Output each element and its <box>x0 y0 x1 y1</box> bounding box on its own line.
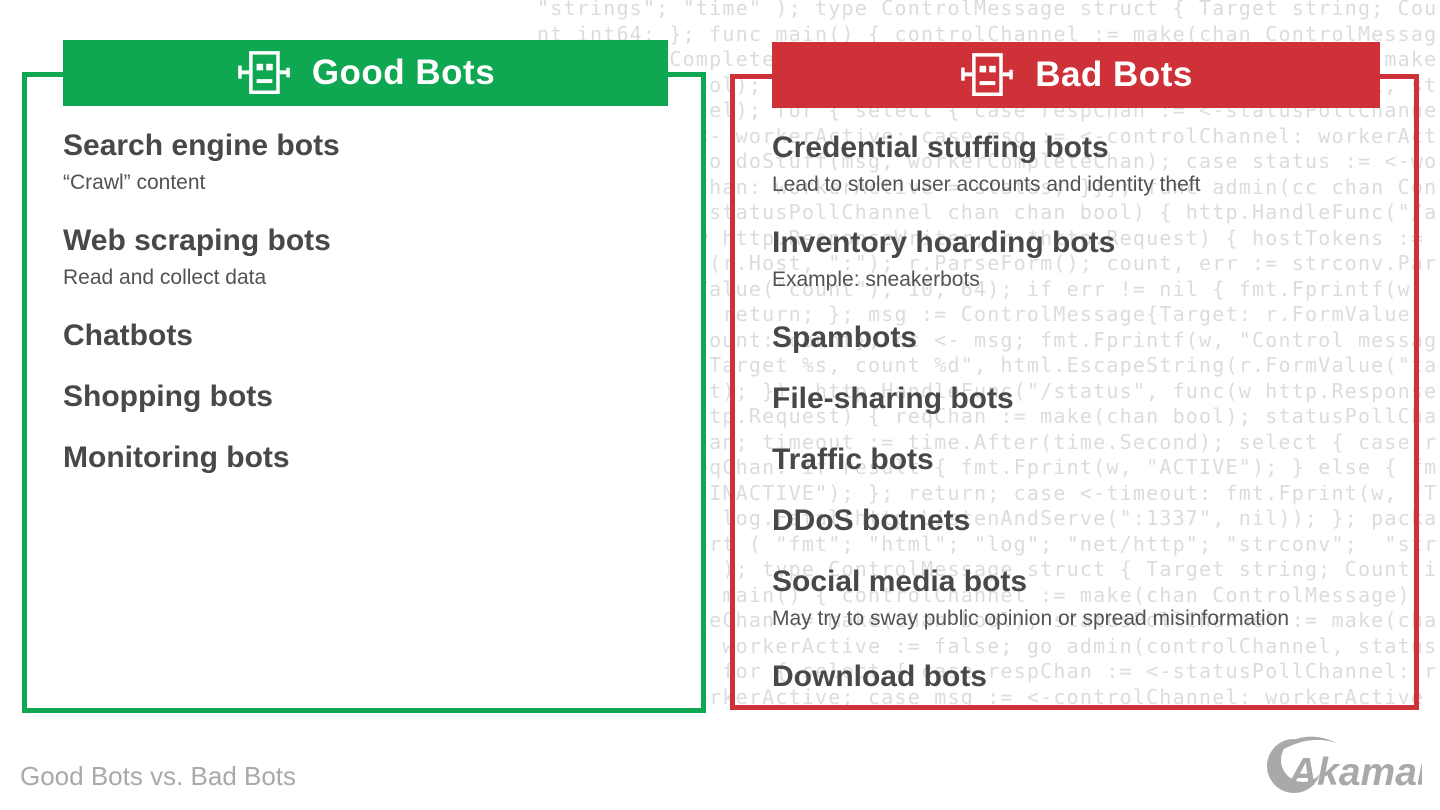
list-item: Chatbots <box>63 321 681 351</box>
list-item: File-sharing bots <box>772 384 1394 414</box>
bot-type-title: Download bots <box>772 660 987 693</box>
akamai-wordmark: Akamai <box>1288 751 1422 794</box>
bot-type-title: Shopping bots <box>63 380 273 413</box>
bot-type-description: Lead to stolen user accounts and identit… <box>772 173 1201 196</box>
bot-type-description: Read and collect data <box>63 266 267 289</box>
bot-type-title: Monitoring bots <box>63 441 290 474</box>
bad-bots-banner: Bad Bots <box>772 42 1380 108</box>
list-item: Search engine bots “Crawl” content <box>63 131 681 195</box>
robot-icon <box>236 50 292 96</box>
bot-type-title: File-sharing bots <box>772 382 1014 415</box>
infographic-caption: Good Bots vs. Bad Bots <box>20 761 297 791</box>
good-bots-title: Good Bots <box>311 53 496 92</box>
bot-type-description: May try to sway public opinion or spread… <box>772 607 1290 630</box>
list-item: Traffic bots <box>772 445 1394 475</box>
bot-type-description: Example: sneakerbots <box>772 268 980 291</box>
bot-type-title: Search engine bots <box>63 129 340 162</box>
list-item: Web scraping bots Read and collect data <box>63 226 681 290</box>
list-item: Inventory hoarding bots Example: sneaker… <box>772 228 1394 292</box>
robot-icon <box>959 52 1015 98</box>
akamai-crescent-icon <box>1267 736 1338 793</box>
list-item: Shopping bots <box>63 382 681 412</box>
bot-type-title: Inventory hoarding bots <box>772 226 1116 259</box>
akamai-logo: Akamai <box>1262 732 1429 803</box>
bad-bots-title: Bad Bots <box>1035 55 1193 94</box>
bot-type-title: Spambots <box>772 321 918 354</box>
bot-type-description: “Crawl” content <box>63 171 206 194</box>
good-bots-banner: Good Bots <box>63 40 668 106</box>
bot-type-title: Social media bots <box>772 565 1028 598</box>
list-item: Spambots <box>772 323 1394 353</box>
list-item: Credential stuffing bots Lead to stolen … <box>772 133 1394 197</box>
list-item: Download bots <box>772 662 1394 692</box>
list-item: Monitoring bots <box>63 443 681 473</box>
list-item: Social media bots May try to sway public… <box>772 567 1394 631</box>
good-bots-list: Search engine bots “Crawl” content Web s… <box>27 77 701 473</box>
bad-bots-list: Credential stuffing bots Lead to stolen … <box>735 79 1414 692</box>
bot-type-title: Traffic bots <box>772 443 934 476</box>
list-item: DDoS botnets <box>772 506 1394 536</box>
bot-type-title: Chatbots <box>63 319 193 352</box>
bot-type-title: Credential stuffing bots <box>772 131 1109 164</box>
bot-type-title: Web scraping bots <box>63 224 331 257</box>
good-bots-panel: Good Bots Search engine bots “Crawl” con… <box>22 40 706 713</box>
bad-bots-panel: Bad Bots Credential stuffing bots Lead t… <box>730 42 1419 710</box>
bot-type-title: DDoS botnets <box>772 504 971 537</box>
